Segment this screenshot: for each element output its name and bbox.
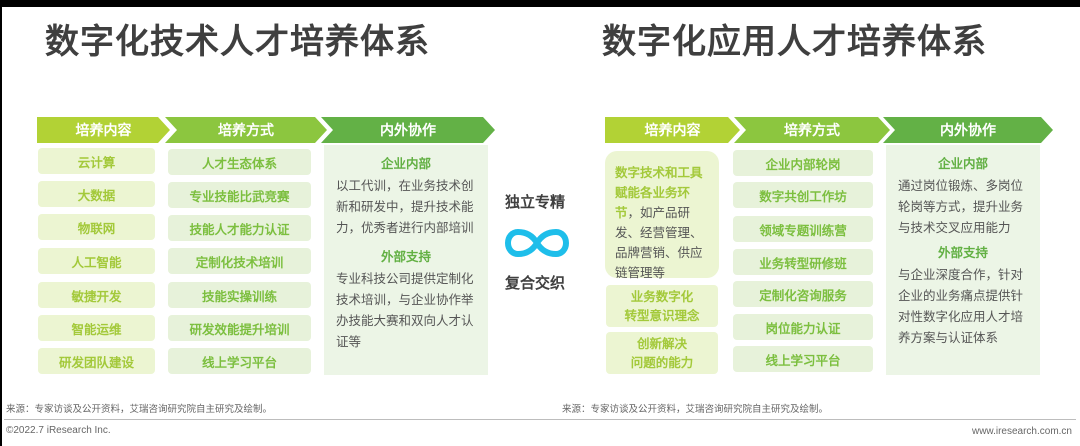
center-top-label: 独立专精 — [505, 193, 566, 211]
content-item: 大数据 — [38, 181, 155, 207]
method-item: 技能人才能力认证 — [168, 215, 311, 241]
top-border — [0, 0, 1080, 7]
footer-divider-left — [4, 419, 540, 420]
content-item: 物联网 — [38, 214, 155, 240]
internal-title: 企业内部 — [937, 156, 988, 171]
method-item: 定制化咨询服务 — [733, 281, 873, 307]
external-title: 外部支持 — [380, 249, 431, 264]
right-header-method: 培养方式 — [734, 117, 890, 143]
internal-title: 企业内部 — [380, 156, 431, 171]
external-title: 外部支持 — [937, 245, 988, 260]
external-text: 专业科技公司提供定制化技术培训，与企业协作举办技能大赛和双向人才认证等 — [336, 271, 474, 349]
source-note-left: 来源：专家访谈及公开资料，艾瑞咨询研究院自主研究及绘制。 — [6, 404, 273, 415]
content-item: 业务数字化 转型意识理念 — [606, 285, 718, 327]
content-item: 研发团队建设 — [38, 348, 155, 374]
method-item: 业务转型研修班 — [733, 249, 873, 275]
left-header-collab: 内外协作 — [321, 117, 495, 143]
external-text: 与企业深度合作，针对企业的业务痛点提供针对性数字化应用人才培养方案与认证体系 — [898, 267, 1024, 345]
content-item: 云计算 — [38, 148, 155, 174]
method-item: 岗位能力认证 — [733, 314, 873, 340]
left-header-method: 培养方式 — [165, 117, 327, 143]
left-border — [0, 7, 2, 446]
method-item: 企业内部轮岗 — [733, 150, 873, 176]
copyright: ©2022.7 iResearch Inc. — [6, 425, 111, 436]
center-bottom-label: 复合交织 — [505, 274, 566, 292]
method-item: 数字共创工作坊 — [733, 182, 873, 208]
infinity-icon — [504, 228, 570, 258]
content-item: 人工智能 — [38, 248, 155, 274]
method-item: 领域专题训练营 — [733, 216, 873, 242]
content-main-item: 数字技术和工具赋能各业务环节，如产品研发、经营管理、品牌营销、供应链管理等 — [605, 151, 719, 280]
right-collab-panel: 企业内部 通过岗位锻炼、多岗位轮岗等方式，提升业务与技术交叉应用能力 外部支持 … — [886, 145, 1040, 375]
right-header-collab: 内外协作 — [883, 117, 1053, 143]
method-item: 定制化技术培训 — [168, 248, 311, 274]
internal-text: 以工代训，在业务技术创新和研发中，提升技术能力，优秀者进行内部培训 — [336, 178, 474, 235]
method-item: 人才生态体系 — [168, 149, 311, 175]
content-item: 敏捷开发 — [38, 282, 155, 308]
left-collab-panel: 企业内部 以工代训，在业务技术创新和研发中，提升技术能力，优秀者进行内部培训 外… — [324, 145, 488, 375]
content-main-text: ，如产品研发、经营管理、品牌营销、供应链管理等 — [615, 205, 703, 280]
method-item: 专业技能比武竞赛 — [168, 182, 311, 208]
internal-text: 通过岗位锻炼、多岗位轮岗等方式，提升业务与技术交叉应用能力 — [898, 178, 1024, 235]
method-item: 线上学习平台 — [733, 346, 873, 372]
website-link[interactable]: www.iresearch.com.cn — [971, 426, 1072, 437]
method-item: 研发效能提升培训 — [168, 315, 311, 341]
content-main-highlight: 数字技术和工具赋能各业务环节 — [615, 165, 703, 220]
method-item: 技能实操训练 — [168, 282, 311, 308]
right-title: 数字化应用人才培养体系 — [602, 22, 987, 62]
footer-divider-right — [540, 419, 1076, 420]
source-note-right: 来源：专家访谈及公开资料，艾瑞咨询研究院自主研究及绘制。 — [562, 404, 829, 415]
content-item: 创新解决 问题的能力 — [606, 332, 718, 374]
right-header-content: 培养内容 — [605, 117, 740, 143]
content-item: 智能运维 — [38, 315, 155, 341]
left-header-content: 培养内容 — [37, 117, 170, 143]
left-title: 数字化技术人才培养体系 — [45, 22, 430, 62]
method-item: 线上学习平台 — [168, 348, 311, 374]
